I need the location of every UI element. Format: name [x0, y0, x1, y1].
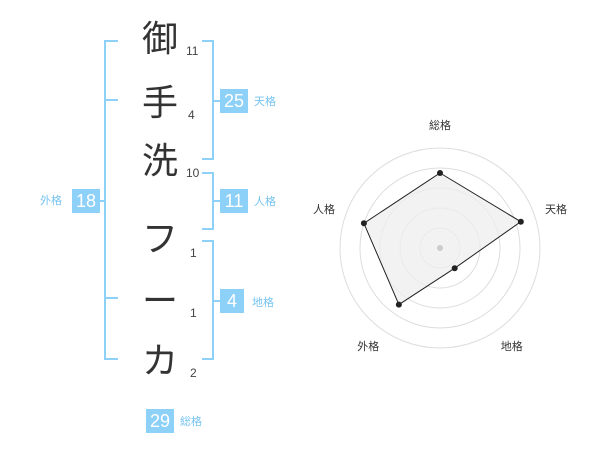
tenkaku-badge: 25 [220, 89, 248, 113]
radar-point-1 [517, 218, 524, 225]
stroke-count-4: 1 [190, 246, 197, 260]
name-char-5: ー [141, 281, 178, 322]
chikaku-badge: 4 [220, 289, 244, 313]
name-char-4: フ [141, 219, 178, 260]
radar-point-2 [451, 265, 458, 272]
radar-axis-label-jinkaku: 人格 [312, 203, 335, 217]
stroke-count-3: 10 [186, 166, 200, 180]
stroke-count-2: 4 [188, 108, 195, 122]
name-char-3: 洗 [141, 141, 178, 182]
soukaku-label: 総格 [180, 415, 202, 428]
gaikaku-label: 外格 [40, 194, 62, 207]
chikaku-label: 地格 [252, 296, 274, 309]
radar-point-3 [395, 301, 402, 308]
soukaku-badge: 29 [146, 409, 174, 433]
gaikaku-badge: 18 [72, 189, 100, 213]
radar-center-dot [437, 245, 443, 251]
jinkaku-label: 人格 [254, 195, 276, 208]
jinkaku-badge: 11 [220, 189, 248, 213]
stroke-count-1: 11 [186, 44, 199, 58]
name-char-1: 御 [141, 19, 178, 60]
radar-ring-5 [339, 147, 541, 349]
radar-points [360, 170, 524, 308]
radar-point-0 [437, 170, 443, 176]
stroke-count-6: 2 [190, 366, 197, 380]
radar-series-polygon [363, 172, 522, 306]
name-char-2: 手 [141, 83, 178, 124]
radar-axis-label-tenkaku: 天格 [545, 203, 568, 217]
radar-axis-label-soukaku: 総格 [429, 119, 451, 132]
stroke-count-5: 1 [190, 306, 197, 320]
name-char-6: カ [141, 341, 178, 382]
radar-ring-4 [359, 167, 521, 329]
radar-axis-label-gaikaku: 外格 [357, 339, 380, 353]
radar-axis-label-chikaku: 地格 [500, 339, 523, 353]
tenkaku-label: 天格 [254, 95, 276, 108]
radar-point-4 [360, 220, 367, 227]
